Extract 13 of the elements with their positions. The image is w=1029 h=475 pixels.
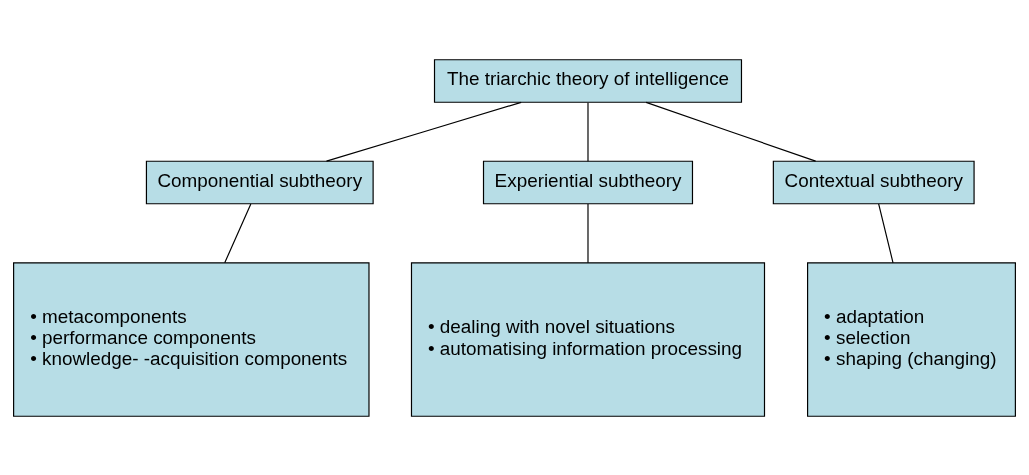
node-box: • adaptation • selection • shaping (changing)	[807, 261, 1016, 417]
connector	[587, 202, 589, 263]
connector	[587, 101, 589, 162]
connector	[325, 101, 522, 162]
node-box: The triarchic theory of intelligence	[433, 58, 743, 103]
node-box: • metacomponents • performance components • knowledge- -acquisition components	[13, 261, 370, 417]
node-box: Experiential subtheory	[482, 160, 694, 204]
connector	[645, 101, 817, 162]
connector	[878, 202, 894, 263]
node-box: Contextual subtheory	[772, 160, 975, 204]
connector	[224, 202, 252, 263]
node-box: • dealing with novel situations • automatising information processing	[410, 261, 766, 417]
node-box: Componential subtheory	[145, 160, 374, 204]
